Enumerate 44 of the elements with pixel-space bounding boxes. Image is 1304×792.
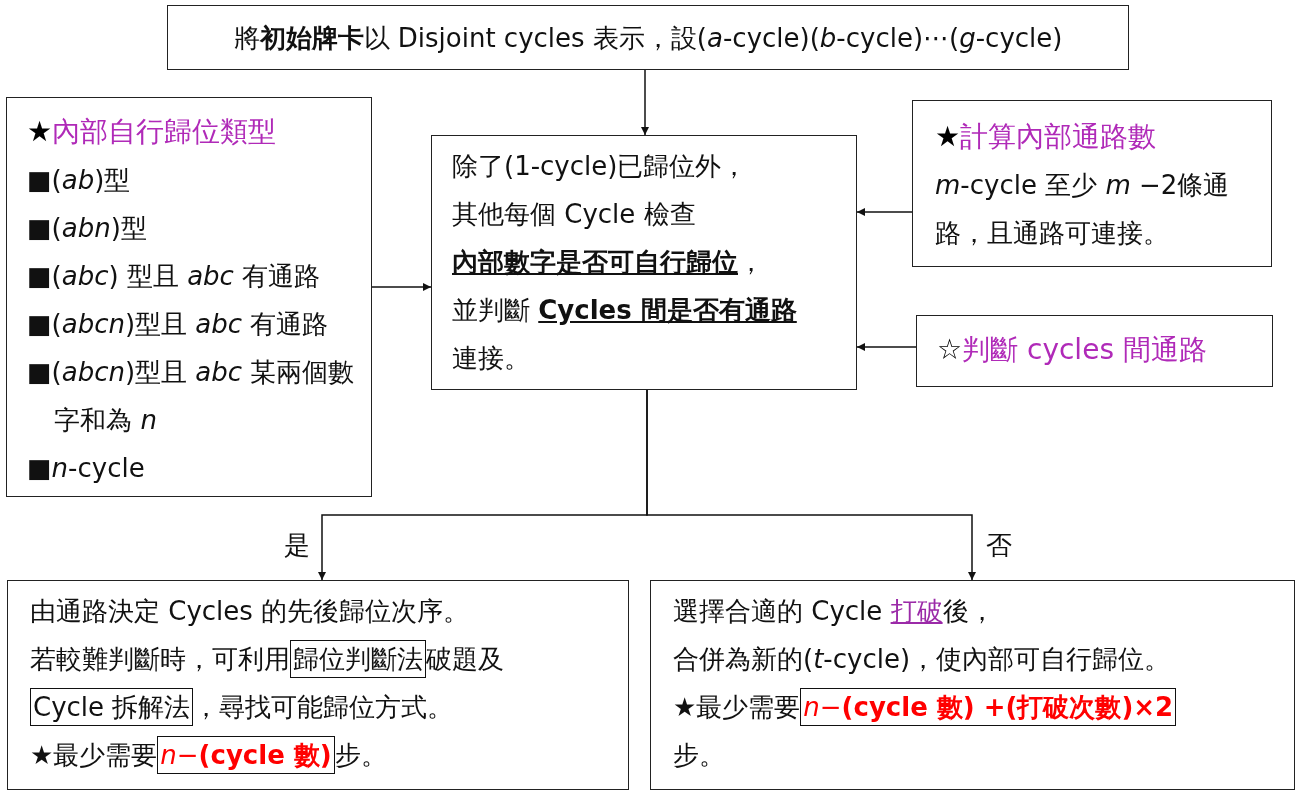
box-text: 內部數字是否可自行歸位， [452,246,765,279]
box-text: 破題及 [426,644,504,674]
box-text: ★最少需要 [30,740,158,770]
process-box [916,315,1273,387]
process-box [7,580,629,790]
arrow [646,389,976,581]
highlight-text: Cycle 拆解法 [33,692,191,722]
list-item: ■(abn)型 [27,212,148,245]
box-text: 並判斷 Cycles 間是否有通路 [452,294,798,327]
formula-text: n−(cycle 數) +(打破次數)×2 [803,692,1174,722]
arrow [856,208,913,216]
list-item: ■n-cycle [27,452,146,485]
box-text: 步。 [334,740,387,770]
box-text: m-cycle 至少 m −2條通路，且通路可連接。 [935,169,1231,250]
box-text: 後， [942,596,995,626]
arrow [371,283,432,291]
box-text: 若較難判斷時，可利用 [30,644,290,674]
box-text: ★最少需要 [673,692,801,722]
edge-label: 是 [284,530,310,560]
process-box [650,580,1295,790]
box-heading: ★計算內部通路數 [935,119,1158,155]
list-item: ■(ab)型 [27,164,132,197]
box-text: 其他每個 Cycle 檢查 [452,198,697,231]
formula-text: n−(cycle 數) [160,740,332,770]
box-text: 除了(1-cycle)已歸位外， [452,150,749,183]
box-text: 連接。 [452,342,531,375]
process-box [167,5,1129,70]
arrow [641,69,649,136]
list-item: ■(abc) 型且 abc 有通路 [27,260,322,293]
box-heading: ★內部自行歸位類型 [27,114,278,150]
process-box [6,97,372,497]
box-text: 選擇合適的 Cycle [673,596,884,626]
box-text: 將初始牌卡以 Disjoint cycles 表示，設(a-cycle)(b-cycle)⋯(g-cycle) [233,23,1063,53]
box-text: 合併為新的(t-cycle)，使內部可自行歸位。 [673,644,1171,674]
box-text: 步。 [673,740,725,770]
box-text: 由通路決定 Cycles 的先後歸位次序。 [30,596,470,626]
emphasis-text: 打破 [890,596,943,626]
arrow [856,343,917,351]
box-text: ，尋找可能歸位方式。 [193,692,454,722]
process-box [431,135,857,390]
box-heading: ☆判斷 cycles 間通路 [937,332,1208,368]
process-box [912,100,1272,267]
list-item: ■(abcn)型且 abc 有通路 [27,308,330,341]
highlight-text: 歸位判斷法 [293,644,423,674]
